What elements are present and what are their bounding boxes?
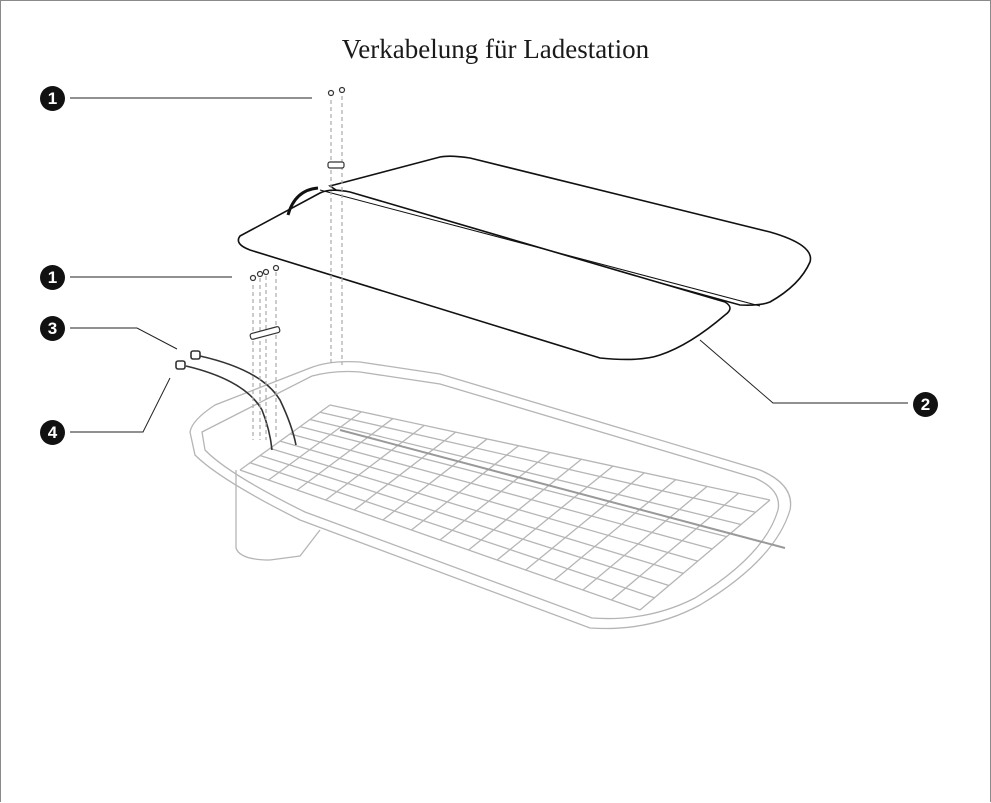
cables <box>175 350 297 451</box>
grid-line <box>411 445 519 531</box>
callout-1-lower: 1 <box>40 265 65 290</box>
charging-plate <box>237 155 812 361</box>
grid-line <box>525 472 645 571</box>
grid-line <box>439 451 551 541</box>
leader-lines <box>70 97 908 433</box>
diagram-title: Verkabelung für Ladestation <box>341 34 650 64</box>
grid-line <box>496 465 614 561</box>
grid-line <box>582 485 708 591</box>
callout-3: 3 <box>40 316 65 341</box>
clip-top <box>327 161 345 169</box>
grid-line <box>382 438 488 521</box>
callout-2: 2 <box>913 392 938 417</box>
base-inner-rim <box>201 370 780 620</box>
grid-line <box>309 418 742 526</box>
base-grid <box>239 404 771 611</box>
grid-line <box>279 440 698 562</box>
grid-line <box>296 418 394 491</box>
cable-3 <box>199 355 297 446</box>
grid-line <box>639 499 771 611</box>
grid-line <box>239 404 331 471</box>
grid-line <box>329 404 771 501</box>
screw-icon <box>249 86 346 282</box>
grid-line <box>299 426 727 538</box>
grid-line <box>319 411 756 513</box>
callout-1-top: 1 <box>40 86 65 111</box>
connector-3 <box>190 350 201 360</box>
grid-line <box>269 447 684 574</box>
grid-line <box>259 454 670 587</box>
plate-rear-panel <box>328 155 812 306</box>
grid-line <box>553 479 677 581</box>
grid-line <box>468 458 582 551</box>
fasteners <box>249 86 346 440</box>
grid-line <box>325 424 425 501</box>
grid-line <box>249 462 655 599</box>
grid-line <box>268 411 362 481</box>
base-outline <box>189 360 792 630</box>
grid-line <box>239 469 641 611</box>
grid-line <box>353 431 457 511</box>
grid-line <box>611 492 739 601</box>
plate-cable-bundle <box>286 186 319 216</box>
grid-line <box>289 433 713 550</box>
callout-4: 4 <box>40 420 65 445</box>
plate-front-panel <box>237 189 731 361</box>
cable-4 <box>185 365 273 451</box>
base-leg <box>235 470 321 561</box>
base-center-rib <box>339 429 786 549</box>
connector-4 <box>175 360 186 370</box>
base-station <box>189 360 792 630</box>
clip-lower <box>249 326 281 340</box>
